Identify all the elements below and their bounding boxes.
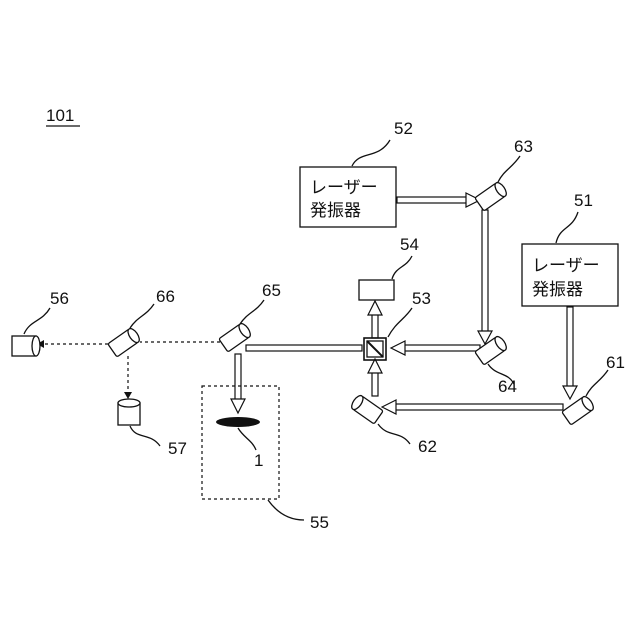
dashed-beam-66-to-57 xyxy=(124,356,132,399)
leader-57 xyxy=(130,426,160,446)
label-63: 63 xyxy=(514,137,533,156)
beam-combiner-53 xyxy=(364,338,386,360)
beam-65-to-target xyxy=(231,354,245,413)
label-1: 1 xyxy=(254,451,263,470)
label-54: 54 xyxy=(400,235,419,254)
label-62: 62 xyxy=(418,437,437,456)
mirror-64 xyxy=(475,335,509,365)
label-53: 53 xyxy=(412,289,431,308)
mirror-62 xyxy=(349,394,383,424)
leader-52 xyxy=(352,140,390,166)
mirror-63 xyxy=(475,181,509,211)
leader-1 xyxy=(238,428,256,450)
leader-54 xyxy=(392,256,412,279)
figure-number: 101 xyxy=(46,106,74,125)
laser-51-line2: 発振器 xyxy=(532,280,583,300)
leader-56 xyxy=(24,308,50,334)
label-51: 51 xyxy=(574,191,593,210)
label-52: 52 xyxy=(394,119,413,138)
detector-54 xyxy=(359,280,394,300)
label-56: 56 xyxy=(50,289,69,308)
laser-oscillator-51: レーザー 発振器 xyxy=(522,244,618,306)
mirror-61 xyxy=(562,395,596,425)
beam-63-to-64 xyxy=(478,210,492,344)
beam-64-to-53 xyxy=(391,341,480,355)
beam-52-to-63 xyxy=(397,193,480,207)
laser-52-line2: 発振器 xyxy=(310,201,361,221)
laser-oscillator-52: レーザー 発振器 xyxy=(300,167,396,227)
detector-56 xyxy=(12,336,40,356)
label-65: 65 xyxy=(262,281,281,300)
beam-51-to-61 xyxy=(563,307,577,399)
label-55: 55 xyxy=(310,513,329,532)
beam-53-to-54 xyxy=(368,301,382,338)
label-61: 61 xyxy=(606,353,625,372)
leader-51 xyxy=(556,212,578,243)
target-1 xyxy=(216,417,260,427)
leader-62 xyxy=(378,424,410,444)
leader-66 xyxy=(130,304,154,328)
dashed-beam-66-to-56 xyxy=(37,340,108,348)
laser-52-line1: レーザー xyxy=(310,178,378,198)
detector-57 xyxy=(118,399,140,425)
leader-63 xyxy=(498,156,520,182)
label-57: 57 xyxy=(168,439,187,458)
laser-51-line1: レーザー xyxy=(532,256,600,276)
leader-53 xyxy=(388,308,412,337)
leader-55 xyxy=(268,500,304,520)
beam-61-to-62 xyxy=(382,400,563,414)
beam-62-to-53 xyxy=(368,359,382,396)
leader-61 xyxy=(586,370,608,396)
beam-53-to-65 xyxy=(246,345,362,351)
leader-65 xyxy=(240,300,264,324)
mirror-66 xyxy=(108,327,142,357)
label-64: 64 xyxy=(498,377,517,396)
label-66: 66 xyxy=(156,287,175,306)
